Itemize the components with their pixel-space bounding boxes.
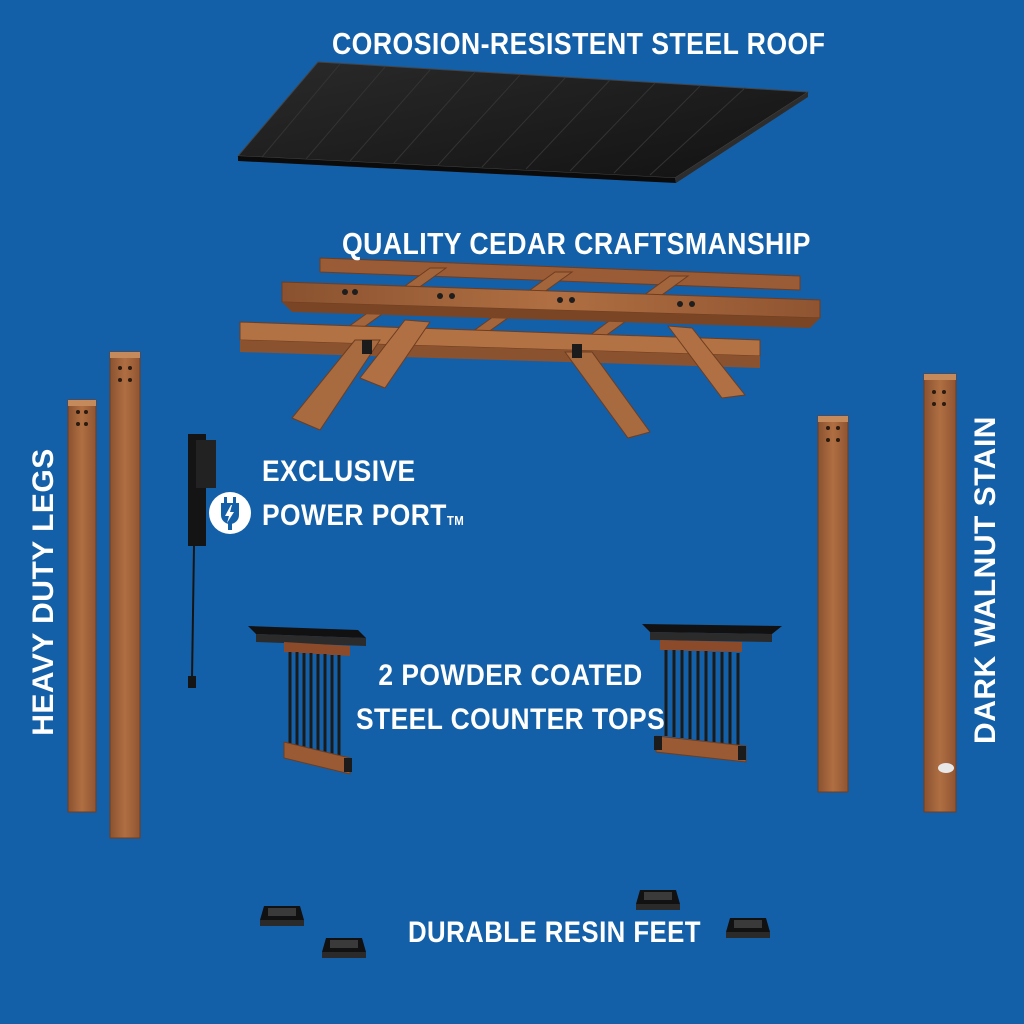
resin-foot xyxy=(322,938,366,958)
right-legs xyxy=(817,373,957,813)
right-counter xyxy=(642,624,782,763)
trademark-mark: TM xyxy=(446,513,465,528)
stain-label: Dark Walnut Stain xyxy=(969,416,1002,744)
resin-foot xyxy=(726,918,770,938)
counter-tops-label-line2: Steel Counter Tops xyxy=(356,703,666,736)
plug-bolt-icon xyxy=(209,492,251,534)
power-port-label-text: Power Port xyxy=(262,499,447,532)
legs-label: Heavy Duty Legs xyxy=(27,448,60,736)
cedar-label: Quality Cedar Craftsmanship xyxy=(342,226,811,261)
power-port-unit xyxy=(188,434,216,688)
resin-foot xyxy=(636,890,680,910)
power-port-label: Exclusive Power PortTM xyxy=(262,450,464,543)
feet-label: Durable Resin Feet xyxy=(408,916,701,949)
left-legs xyxy=(67,351,141,839)
counter-tops-label: 2 Powder Coated Steel Counter Tops xyxy=(356,654,665,742)
steel-roof xyxy=(236,61,810,183)
power-port-label-line1: Exclusive xyxy=(262,455,416,488)
resin-foot xyxy=(260,906,304,926)
cedar-frame xyxy=(239,257,821,439)
resin-feet xyxy=(260,890,770,958)
left-counter xyxy=(248,626,366,775)
power-port-label-line2: Power PortTM xyxy=(262,494,464,543)
roof-label: Corosion-Resistent Steel Roof xyxy=(332,26,826,61)
counter-tops-label-line1: 2 Powder Coated xyxy=(378,659,643,692)
